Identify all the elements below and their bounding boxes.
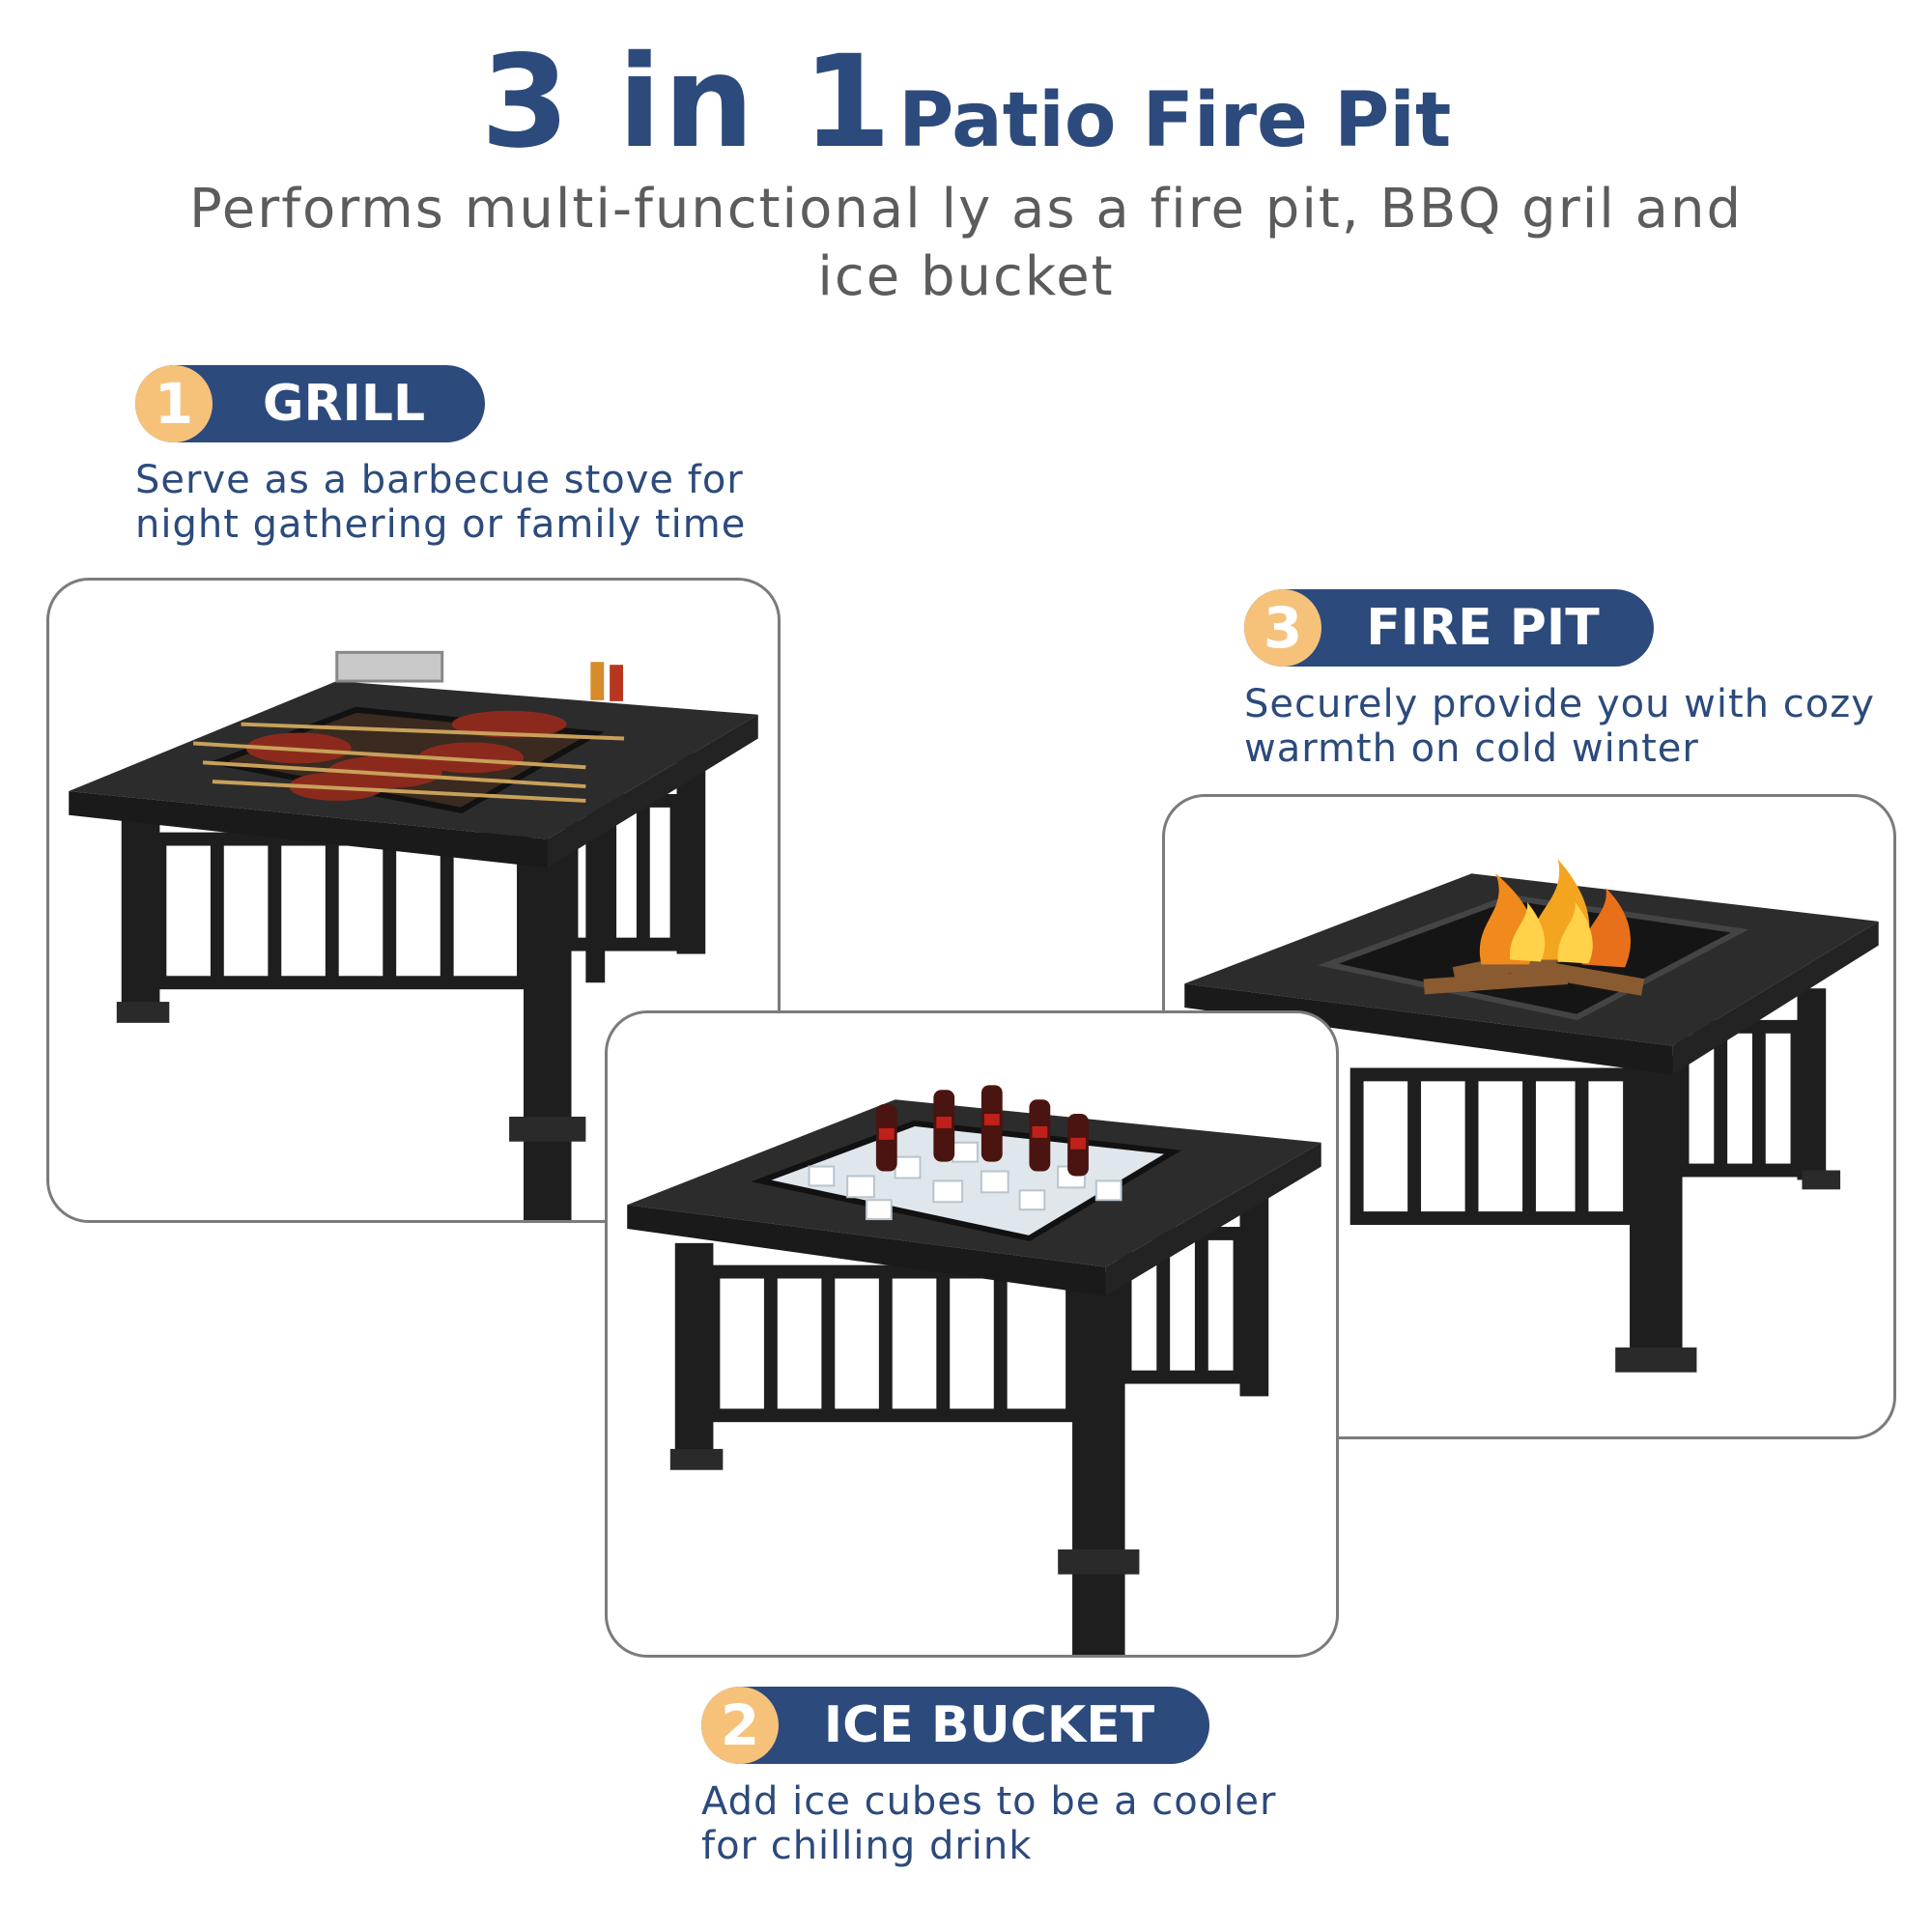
- ice-bucket-number-badge: 2: [701, 1687, 779, 1764]
- fire-pit-burning-illustration: [1184, 859, 1879, 1373]
- grill-desc-line-1: Serve as a barbecue stove for: [135, 458, 744, 502]
- ice-bucket-label: ICE BUCKET: [823, 1696, 1155, 1754]
- page-title: 3 in 1 Patio Fire Pit: [0, 39, 1932, 166]
- title-text: Patio Fire Pit: [898, 77, 1452, 164]
- subtitle-line-2: ice bucket: [817, 245, 1115, 308]
- fire-pit-desc-line-1: Securely provide you with cozy: [1244, 682, 1875, 726]
- ice-bucket-desc-line-1: Add ice cubes to be a cooler: [701, 1779, 1277, 1824]
- ice-bucket-description: Add ice cubes to be a cooler for chillin…: [701, 1779, 1276, 1868]
- grill-description: Serve as a barbecue stove for night gath…: [135, 458, 746, 547]
- title-number: 3 in 1: [480, 28, 894, 177]
- grill-number-badge: 1: [135, 365, 213, 442]
- fire-pit-description: Securely provide you with cozy warmth on…: [1244, 682, 1875, 771]
- grill-desc-line-2: night gathering or family time: [135, 502, 747, 547]
- fire-pit-desc-line-2: warmth on cold winter: [1244, 726, 1699, 771]
- ice-bucket-badge: 2 ICE BUCKET: [701, 1687, 1209, 1764]
- fire-pit-badge: 3 FIRE PIT: [1244, 589, 1654, 667]
- page-subtitle: Performs multi-functional ly as a fire p…: [145, 176, 1787, 311]
- fire-pit-label: FIRE PIT: [1366, 599, 1600, 657]
- subtitle-line-1: Performs multi-functional ly as a fire p…: [188, 178, 1743, 241]
- ice-bucket-image-card: [605, 1010, 1339, 1658]
- grill-label: GRILL: [262, 375, 426, 433]
- ice-bucket-desc-line-2: for chilling drink: [701, 1824, 1033, 1868]
- fire-pit-grill-illustration: [69, 650, 758, 1220]
- fire-pit-ice-illustration: [627, 1085, 1321, 1655]
- grill-badge: 1 GRILL: [135, 365, 485, 442]
- fire-pit-number-badge: 3: [1244, 589, 1321, 667]
